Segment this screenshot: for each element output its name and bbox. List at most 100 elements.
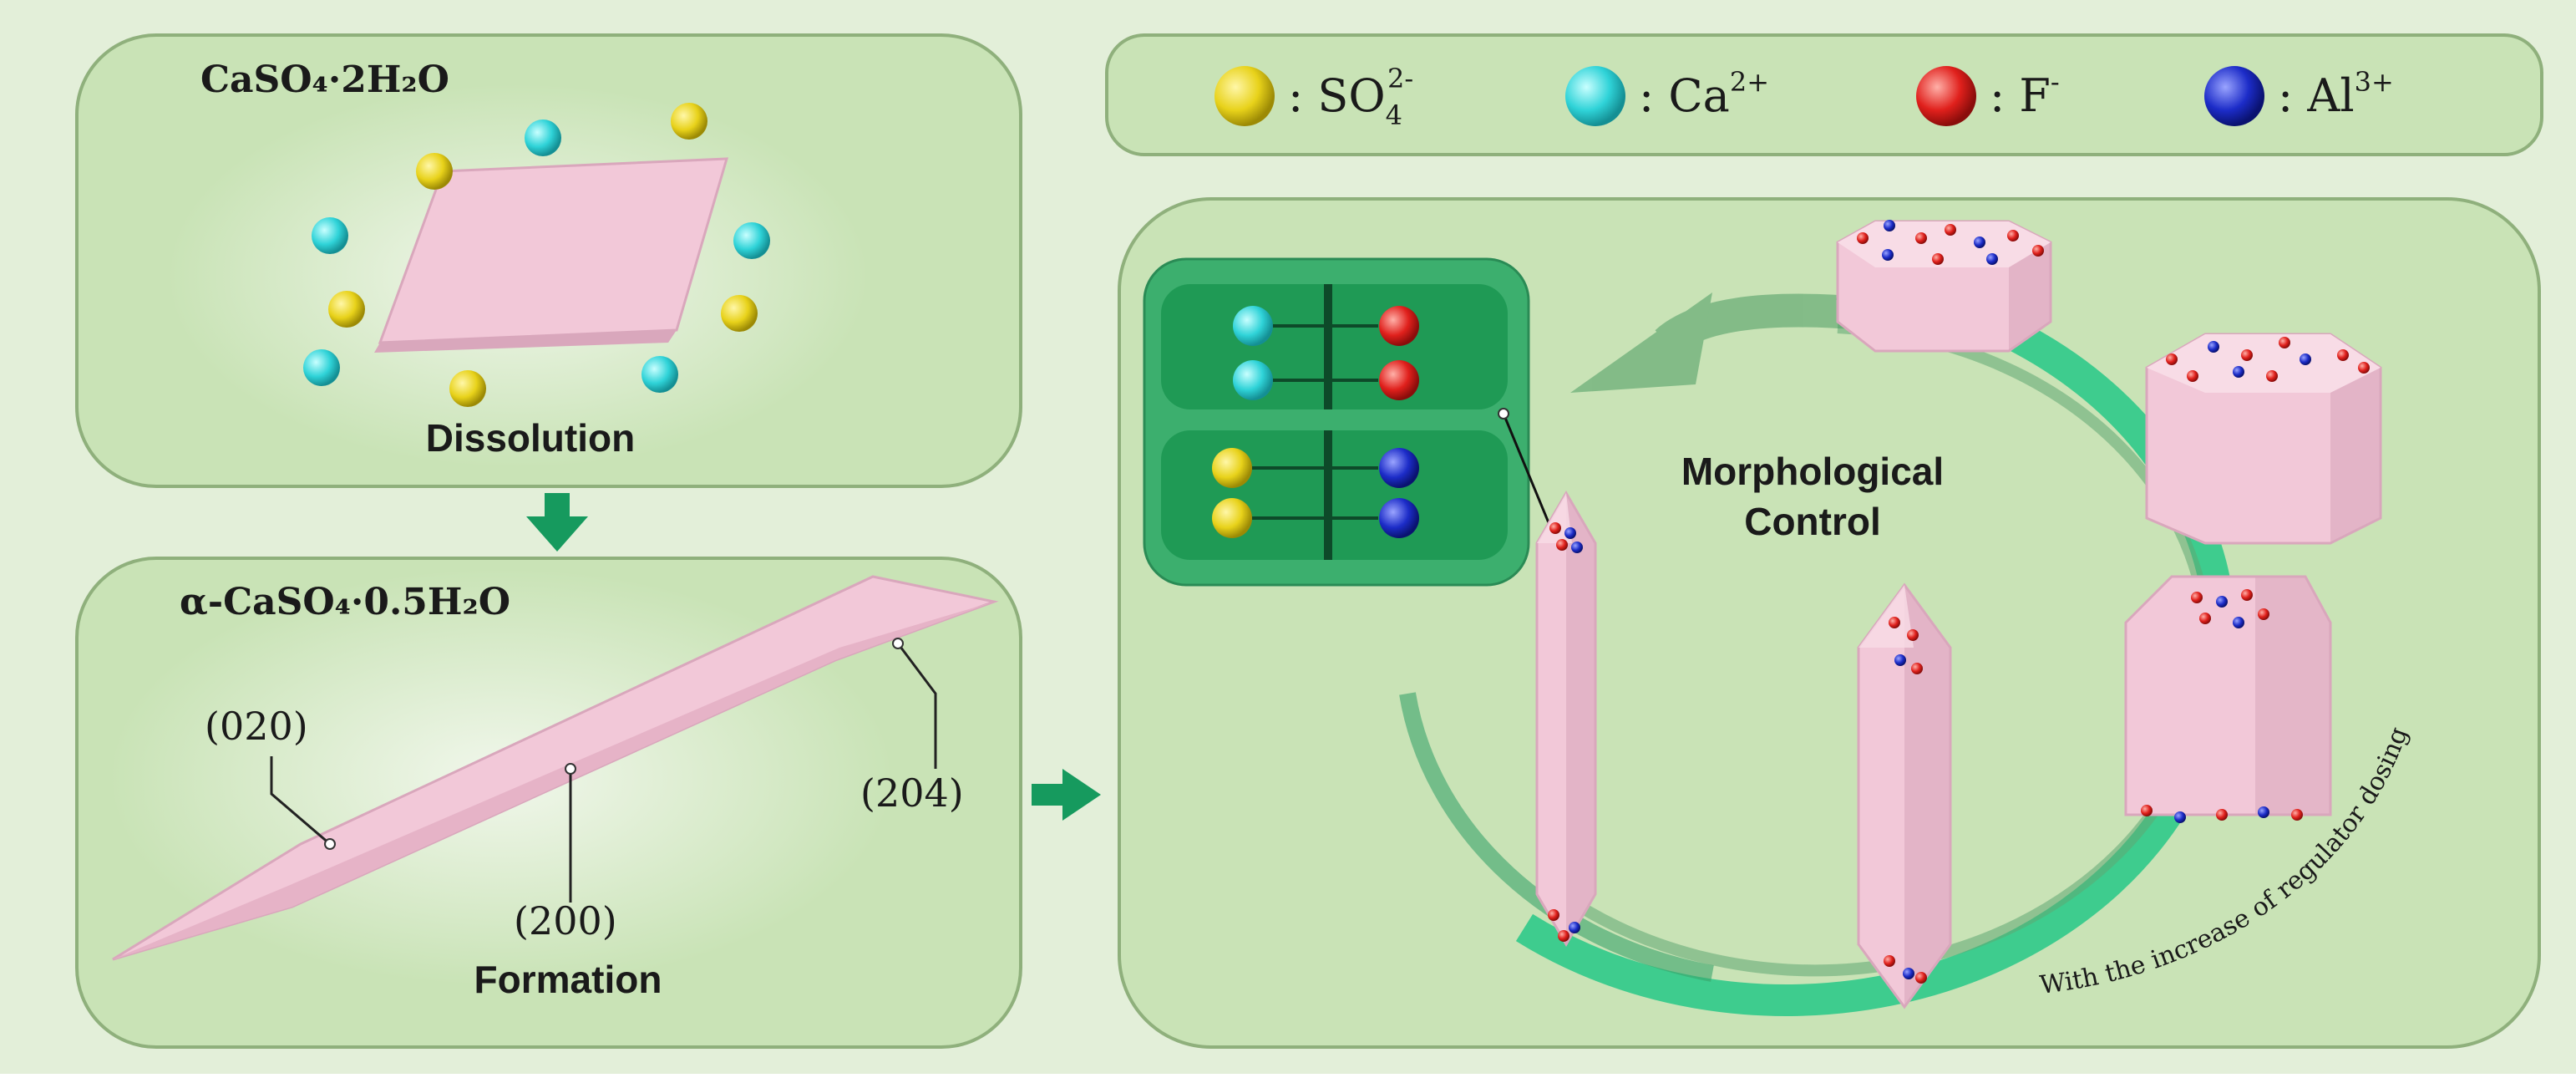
elongated-crystal (1535, 491, 1597, 947)
prismatic-crystal (1857, 582, 1952, 1009)
fluoride-ion (2279, 337, 2290, 348)
aluminum-ion (2233, 366, 2244, 378)
fluoride-ion (1549, 522, 1561, 534)
calcium-ion (312, 217, 348, 254)
legend-item: : SO42- (1214, 63, 1413, 131)
legend-item: : Ca2+ (1565, 66, 1769, 126)
facet-leader-lines (270, 638, 937, 903)
hemihydrate-needle-crystal (112, 575, 999, 961)
calcium-ion (303, 349, 340, 386)
legend-ion-label: : SO42- (1288, 63, 1413, 131)
morphology-title-line1: Morphological (1681, 450, 1944, 493)
aluminum-ion (2258, 806, 2269, 818)
legend-ion-label: : Al3+ (2278, 66, 2394, 122)
sulfate-ion (721, 295, 758, 332)
fluoride-ion (1556, 539, 1568, 551)
stubby-hexagonal-crystal (2145, 333, 2382, 545)
fluoride-ion (1915, 972, 1927, 984)
down-arrow (526, 493, 588, 552)
binding-inset (1143, 257, 1555, 587)
binding-ion-right (1379, 306, 1419, 346)
fluoride-ion (2258, 608, 2269, 620)
fluoride-ion (1911, 663, 1923, 674)
binding-ion-left (1233, 306, 1273, 346)
binding-ion-left (1233, 360, 1273, 400)
aluminum-ion (1894, 654, 1906, 666)
gypsum-plate-crystal (374, 157, 729, 353)
aluminum-ion (2208, 341, 2219, 353)
sulfate-ion (449, 370, 486, 407)
fluoride-ion (1857, 232, 1869, 244)
fluoride-ion (2191, 592, 2203, 603)
dissolution-formula: CaSO₄·2H₂O (200, 58, 449, 101)
fluoride-ion (1558, 930, 1569, 942)
sulfate-ion (416, 153, 453, 190)
fluoride-ion (2358, 362, 2370, 374)
dissolution-caption: Dissolution (426, 416, 635, 460)
morphology-title-line2: Control (1744, 500, 1881, 543)
formation-panel: α-CaSO₄·0.5H₂O (020) (200) (204) Formati… (75, 557, 1022, 1049)
legend-ion-label: : Ca2+ (1639, 66, 1769, 122)
fluoride-ion (1548, 909, 1559, 921)
fluoride-ion (1915, 232, 1927, 244)
cycle-arrow (1570, 292, 1864, 393)
fluoride-ion (1932, 253, 1944, 265)
calcium-ion (641, 356, 678, 393)
aluminum-ion (2216, 596, 2228, 608)
fluoride-ion (2291, 809, 2303, 821)
legend-item: : F- (1916, 66, 2060, 126)
fluoride-ion (2199, 613, 2211, 624)
fluoride-ion (2141, 805, 2153, 816)
binding-ion-right (1379, 448, 1419, 488)
fluoride-ion (2007, 230, 2019, 242)
right-arrow (1032, 769, 1101, 821)
fluoride-ion (2166, 353, 2178, 365)
sulfate-ion (671, 103, 707, 140)
formation-caption: Formation (474, 958, 662, 1001)
aluminum-ion (2300, 353, 2311, 365)
binding-ion-right (1379, 498, 1419, 538)
morphology-panel: Morphological Control With the increase … (1118, 197, 2541, 1049)
binding-ion-left (1212, 498, 1252, 538)
short-column-crystal (2124, 575, 2332, 823)
fluoride-ion (2266, 370, 2278, 382)
fluoride-ion (2241, 349, 2253, 361)
legend-ion-icon (1565, 66, 1625, 126)
legend-ion-icon (2204, 66, 2264, 126)
fluoride-ion (1884, 955, 1895, 967)
fluoride-ion (1889, 617, 1900, 628)
binding-ion-right (1379, 360, 1419, 400)
binding-ion-left (1212, 448, 1252, 488)
aluminum-ion (2174, 811, 2186, 823)
legend-ion-icon (1916, 66, 1976, 126)
aluminum-ion (1564, 527, 1576, 539)
legend-ion-icon (1214, 66, 1275, 126)
legend-ion-label: : F- (1990, 66, 2060, 122)
fluoride-ion (2241, 589, 2253, 601)
aluminum-ion (1884, 220, 1895, 231)
aluminum-ion (1974, 236, 1985, 248)
legend-item: : Al3+ (2204, 66, 2394, 126)
sulfate-ion (328, 291, 365, 328)
facet-label-204: (204) (860, 770, 964, 816)
fluoride-ion (2337, 349, 2349, 361)
dissolution-ions (303, 103, 770, 407)
ion-legend: : SO42- : Ca2+ : F- : Al3+ (1105, 33, 2543, 156)
aluminum-ion (2233, 617, 2244, 628)
calcium-ion (733, 222, 770, 259)
calcium-ion (525, 119, 561, 156)
dissolution-panel: CaSO₄·2H₂O Dissolution (75, 33, 1022, 488)
facet-label-200: (200) (514, 898, 617, 943)
aluminum-ion (1903, 968, 1914, 979)
aluminum-ion (1571, 542, 1583, 553)
formation-formula: α-CaSO₄·0.5H₂O (180, 581, 510, 623)
aluminum-ion (1569, 922, 1580, 933)
fluoride-ion (1945, 224, 1956, 236)
facet-label-020: (020) (205, 704, 308, 749)
aluminum-ion (1882, 249, 1894, 261)
fluoride-ion (1907, 629, 1919, 641)
flat-hexagonal-plate-crystal (1836, 220, 2052, 353)
fluoride-ion (2032, 245, 2044, 257)
